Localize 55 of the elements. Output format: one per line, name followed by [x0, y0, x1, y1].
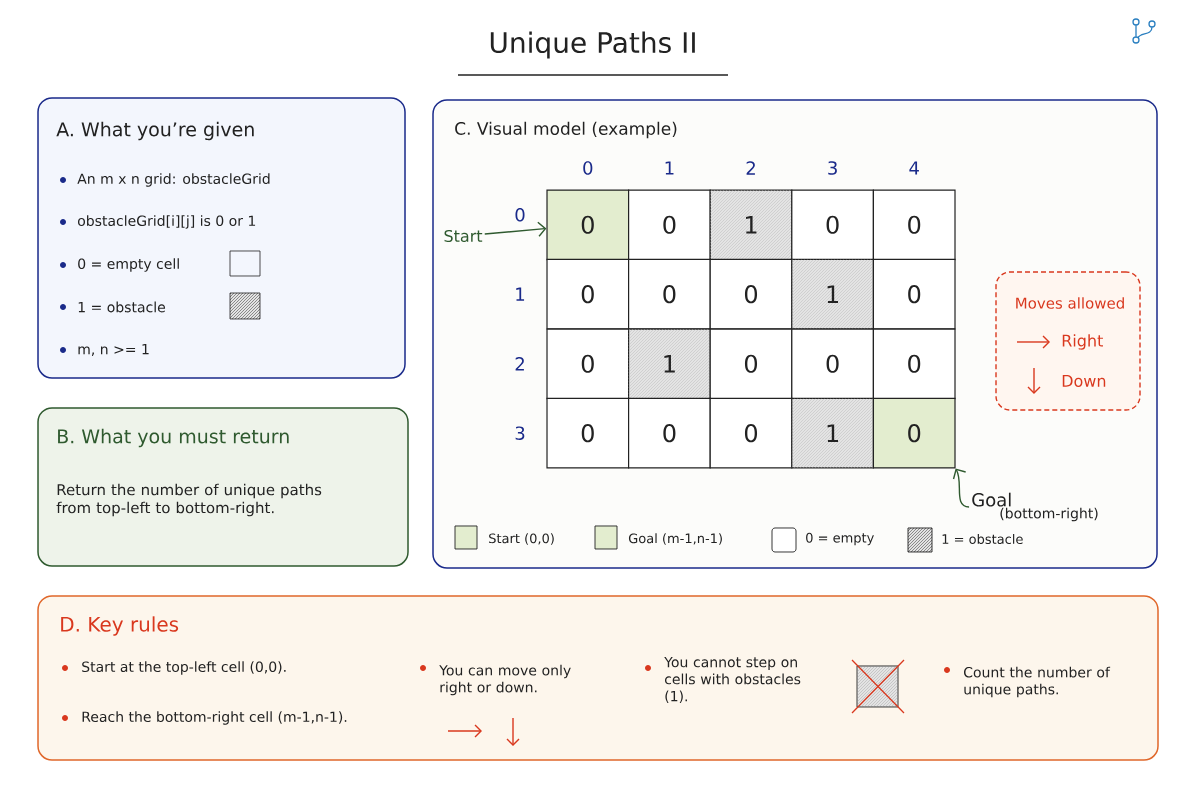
grid-cell: 0	[628, 189, 711, 261]
panel-heading: A. What you’re given	[56, 121, 254, 141]
obstacle-cell: 1	[746, 216, 757, 234]
legend-text: Start (0,0)	[489, 533, 554, 545]
bullet-text: m, n >= 1	[78, 344, 149, 356]
start-label: Start	[444, 229, 483, 243]
obstacle-cell: 1	[827, 424, 838, 442]
grid-cell: 0	[546, 258, 630, 330]
rule-text: Count the number of unique paths.	[964, 666, 1111, 698]
bullet-text: 1 = obstacle	[78, 301, 165, 313]
legend-text: 0 = empty	[806, 532, 874, 546]
panel-heading: C. Visual model (example)	[455, 121, 677, 139]
grid-cell: 0	[872, 258, 956, 330]
goal-label: Goal (bottom-right)	[972, 492, 1098, 522]
grid-cell: 0	[791, 189, 874, 261]
move-text: Right	[1062, 334, 1103, 350]
bullet-text: An m x n grid: obstacleGrid	[77, 173, 270, 187]
obstacle-cell: 1	[827, 285, 838, 303]
bullet-text: obstacleGrid[i][j] is 0 or 1	[78, 215, 256, 229]
column-index: 0	[583, 161, 593, 175]
grid-cell: 0	[628, 397, 711, 469]
title: Unique Paths II	[457, 31, 729, 76]
crossed-obstacle-icon	[851, 659, 905, 714]
rule-text: Reach the bottom-right cell (m-1,n-1).	[82, 711, 347, 725]
rule-text: Start at the top-left cell (0,0).	[82, 661, 286, 675]
grid-cell: 0	[872, 189, 956, 261]
column-index: 3	[828, 161, 837, 175]
grid-cell: 0	[546, 328, 630, 400]
grid-cell: 0	[709, 397, 793, 469]
grid-cell: 0	[628, 258, 711, 330]
box-heading: Moves allowed	[1016, 297, 1124, 309]
bullet-text: 0 = empty cell	[78, 258, 179, 272]
highlighted-cell: 0	[546, 189, 630, 261]
panel-heading: D. Key rules	[61, 616, 179, 636]
legend-text: 1 = obstacle	[942, 533, 1023, 544]
row-index: 2	[515, 357, 524, 371]
column-index: 1	[665, 161, 674, 175]
body-text: Return the number of unique paths from top-left to bottom-right.	[56, 483, 322, 517]
rule-text: You cannot step on cells with obstacles (1).	[664, 656, 801, 703]
grid-cell: 0	[709, 258, 793, 330]
highlighted-cell: 0	[872, 397, 956, 469]
panel-heading: B. What you must return	[58, 428, 289, 448]
legend-text: Goal (m-1,n-1)	[628, 533, 722, 545]
row-index: 0	[515, 208, 525, 222]
rule-text: You can move only right or down.	[439, 664, 571, 696]
grid-cell: 0	[791, 328, 874, 400]
grid-cell: 0	[709, 328, 793, 400]
grid-cell: 0	[546, 397, 630, 469]
row-index: 3	[515, 426, 525, 440]
obstacle-cell: 1	[664, 355, 675, 373]
column-index: 4	[909, 161, 919, 175]
row-index: 1	[516, 287, 525, 301]
column-index: 2	[746, 161, 755, 175]
grid-cell: 0	[872, 328, 956, 400]
move-text: Down	[1062, 375, 1106, 387]
